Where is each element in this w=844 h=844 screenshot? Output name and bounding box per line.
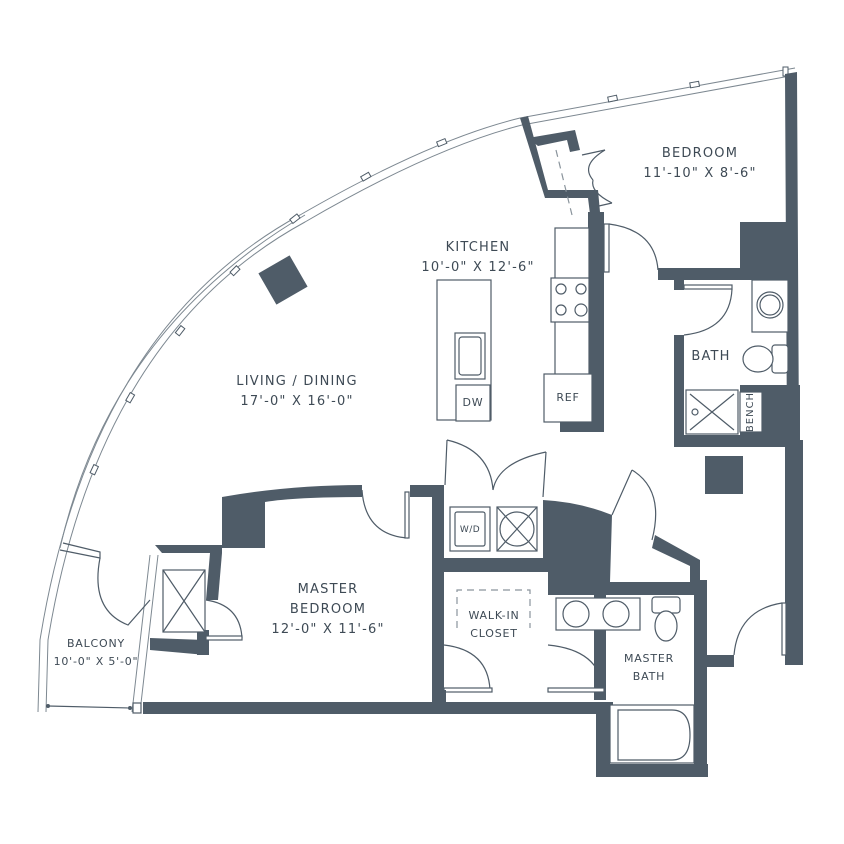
master-bath — [543, 469, 787, 764]
room-name-line2: BEDROOM — [289, 602, 367, 617]
washer-dryer-label: W/D — [459, 525, 481, 535]
bedroom-door — [603, 223, 659, 273]
room-size: 12'-0" X 11'-6" — [271, 622, 385, 637]
room-name-line1: MASTER — [297, 582, 359, 597]
dishwasher — [455, 384, 491, 422]
dishwasher-label: DW — [462, 396, 484, 409]
room-name: BALCONY — [66, 637, 126, 650]
room-label-balcony: BALCONY 10'-0" X 5'-0" — [54, 635, 139, 671]
room-size: 10'-0" X 12'-6" — [421, 260, 535, 275]
room-label-living-dining: LIVING / DINING 17'-0" X 16'-0" — [236, 372, 357, 412]
room-name-line2: BATH — [632, 670, 666, 683]
structural-column — [705, 456, 743, 494]
room-name-line1: MASTER — [623, 652, 675, 665]
structural-column — [258, 255, 308, 305]
laundry — [410, 439, 547, 702]
room-size: 10'-0" X 5'-0" — [53, 655, 139, 668]
room-label-bath: BATH — [691, 347, 730, 367]
room-size: 17'-0" X 16'-0" — [240, 394, 354, 409]
room-name: BATH — [691, 349, 731, 364]
room-name: LIVING / DINING — [236, 374, 358, 389]
bedroom-closet — [555, 149, 613, 216]
room-name-line2: CLOSET — [470, 627, 518, 640]
balcony — [46, 542, 151, 714]
master-bedroom-walls — [131, 485, 410, 713]
window-mullions — [89, 66, 789, 476]
kitchen-fixtures — [436, 227, 593, 423]
curtain-wall-glazing — [37, 66, 796, 713]
room-name: BEDROOM — [661, 146, 739, 161]
room-size: 11'-10" X 8'-6" — [643, 166, 757, 181]
refrigerator — [543, 373, 593, 423]
room-label-walk-in-closet: WALK-IN CLOSET — [468, 607, 519, 643]
room-label-master-bath: MASTER BATH — [624, 650, 674, 686]
room-name-line1: WALK-IN — [468, 609, 520, 622]
exterior-walls — [143, 72, 803, 777]
room-name: KITCHEN — [445, 240, 511, 255]
room-label-bedroom: BEDROOM 11'-10" X 8'-6" — [643, 144, 756, 184]
walk-in-closet — [432, 589, 531, 704]
bath-room — [674, 279, 800, 447]
room-label-kitchen: KITCHEN 10'-0" X 12'-6" — [421, 238, 534, 278]
refrigerator-label: REF — [556, 391, 580, 404]
room-label-master-bedroom: MASTER BEDROOM 12'-0" X 11'-6" — [271, 580, 384, 640]
bench-label: BENCH — [745, 391, 756, 433]
